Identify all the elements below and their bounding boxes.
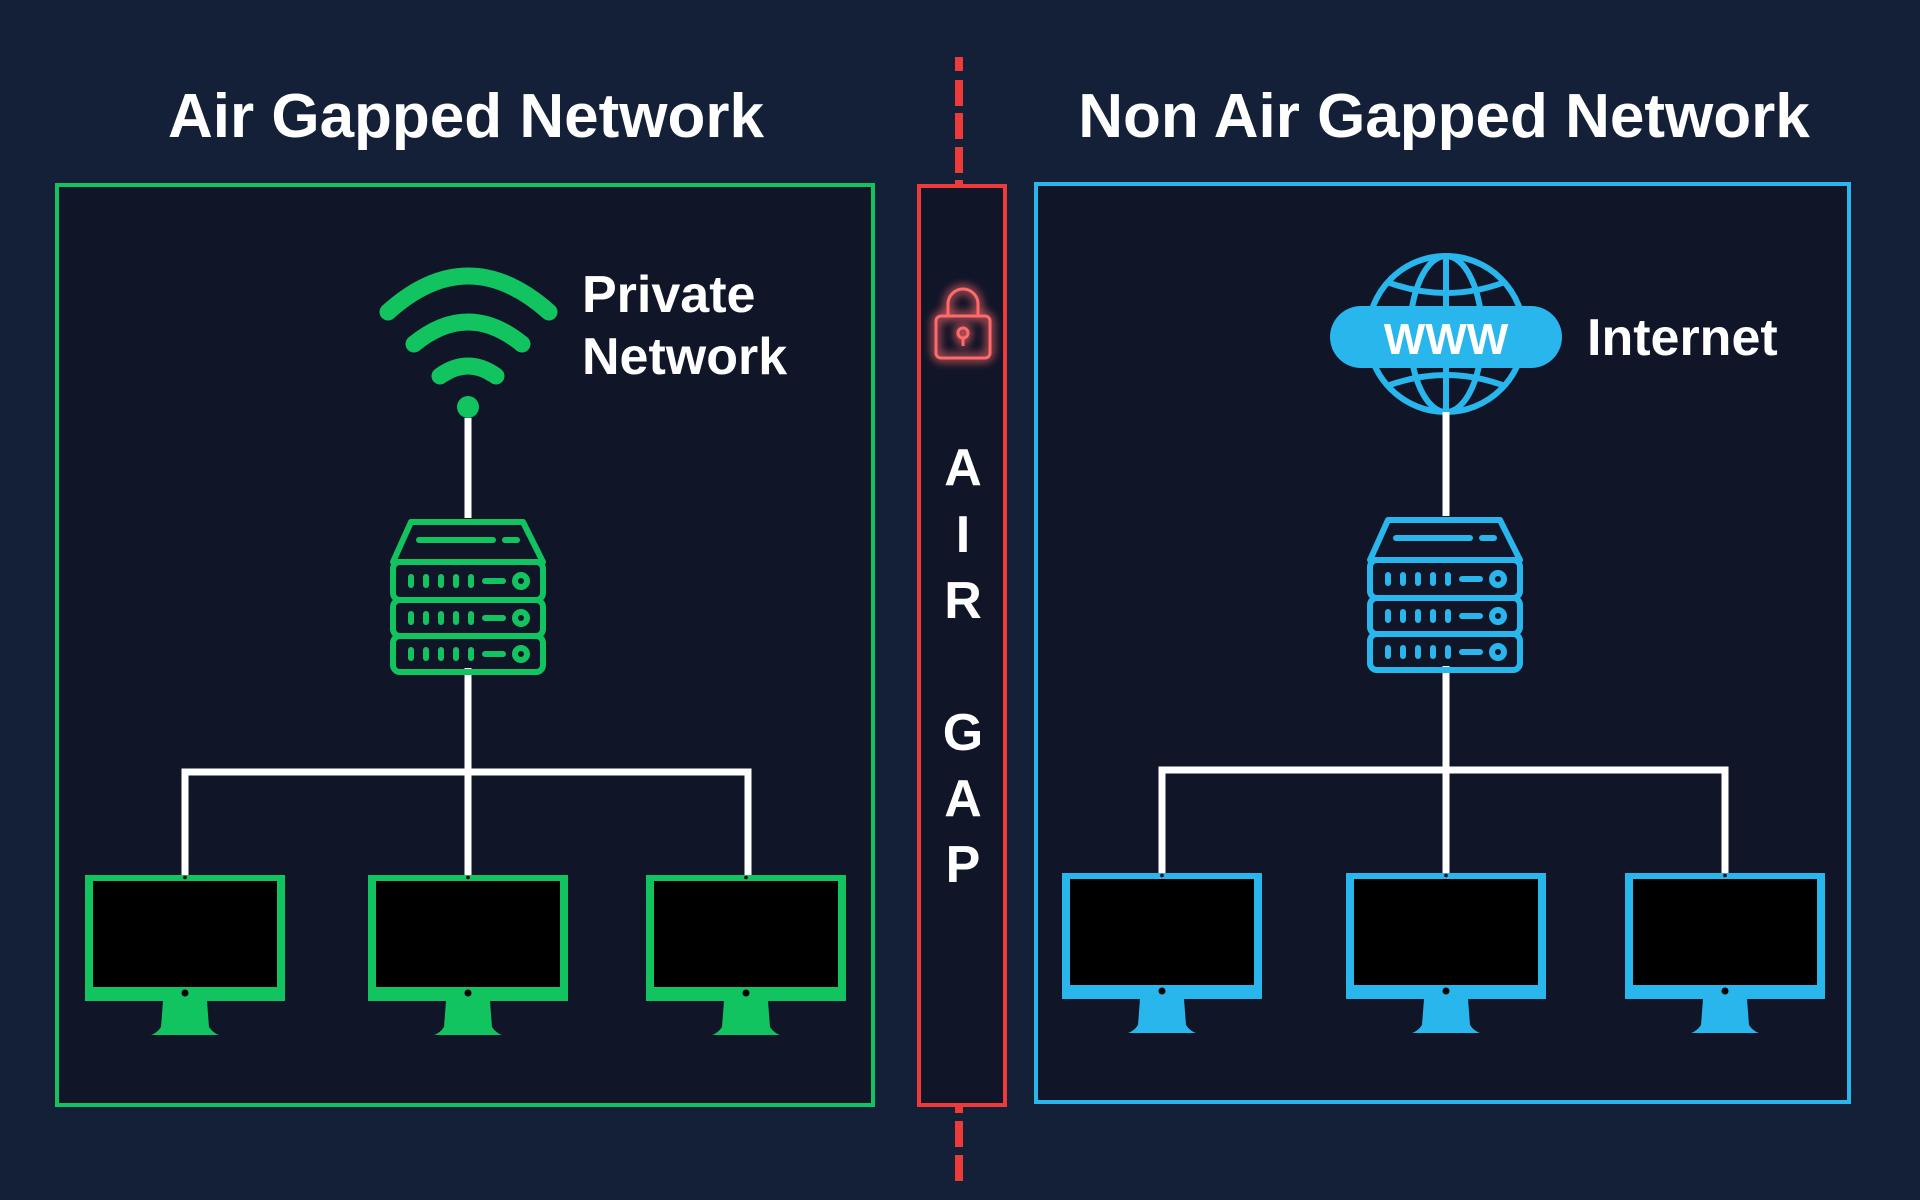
monitor-camera <box>744 875 748 880</box>
air-gap-letter: R <box>944 572 982 630</box>
air-gap-letter: A <box>944 770 982 828</box>
computer-monitor-icon <box>85 875 285 1035</box>
monitor-screen <box>376 881 560 987</box>
computer-monitor-icon <box>1625 873 1825 1033</box>
non-air-gapped-panel: WWW Internet <box>1034 182 1851 1104</box>
server-rack-icon <box>1367 517 1523 673</box>
air-gap-letter: I <box>956 506 970 564</box>
left-connectors <box>181 418 752 875</box>
private-network-label-line1: Private <box>582 266 755 324</box>
monitor-button <box>1721 987 1729 995</box>
monitor-camera <box>183 875 187 880</box>
left-panel-title: Air Gapped Network <box>168 82 765 151</box>
monitor-stand <box>712 1001 780 1035</box>
www-badge-text: WWW <box>1384 315 1509 364</box>
monitor-screen <box>1070 879 1254 985</box>
monitor-stand <box>151 1001 219 1035</box>
padlock-icon <box>934 287 992 360</box>
monitor-screen <box>1354 879 1538 985</box>
air-gap-letter: G <box>943 704 983 762</box>
monitor-button <box>1442 987 1450 995</box>
wifi-dot <box>457 396 479 418</box>
monitor-stand <box>1412 999 1480 1033</box>
air-gap-letter: A <box>944 439 982 497</box>
monitor-stand <box>1128 999 1196 1033</box>
monitor-camera <box>1160 873 1164 878</box>
monitor-camera <box>1444 873 1448 878</box>
monitor-stand <box>434 1001 502 1035</box>
monitor-stand <box>1691 999 1759 1033</box>
right-panel-title: Non Air Gapped Network <box>1078 82 1810 151</box>
monitor-camera <box>1723 873 1727 878</box>
computer-monitor-icon <box>646 875 846 1035</box>
www-badge <box>1330 306 1562 368</box>
monitor-button <box>181 989 189 997</box>
internet-label: Internet <box>1587 309 1778 367</box>
divider-dashed-line <box>955 57 963 1181</box>
monitor-button <box>464 989 472 997</box>
private-network-label-line2: Network <box>582 328 787 386</box>
server-rack-icon <box>390 519 546 675</box>
air-gap-letter: P <box>946 836 981 894</box>
computer-monitor-icon <box>1346 873 1546 1033</box>
monitor-screen <box>1633 879 1817 985</box>
monitor-button <box>1158 987 1166 995</box>
wifi-icon <box>379 267 558 385</box>
right-connectors <box>1158 412 1729 873</box>
globe-www-icon: WWW <box>1330 253 1562 415</box>
computer-monitor-icon <box>368 875 568 1035</box>
air-gapped-panel: Private Network <box>55 183 875 1107</box>
air-gap-frame <box>917 184 1007 1107</box>
monitor-screen <box>93 881 277 987</box>
computer-monitor-icon <box>1062 873 1262 1033</box>
monitor-screen <box>654 881 838 987</box>
monitor-button <box>742 989 750 997</box>
monitor-camera <box>466 875 470 880</box>
